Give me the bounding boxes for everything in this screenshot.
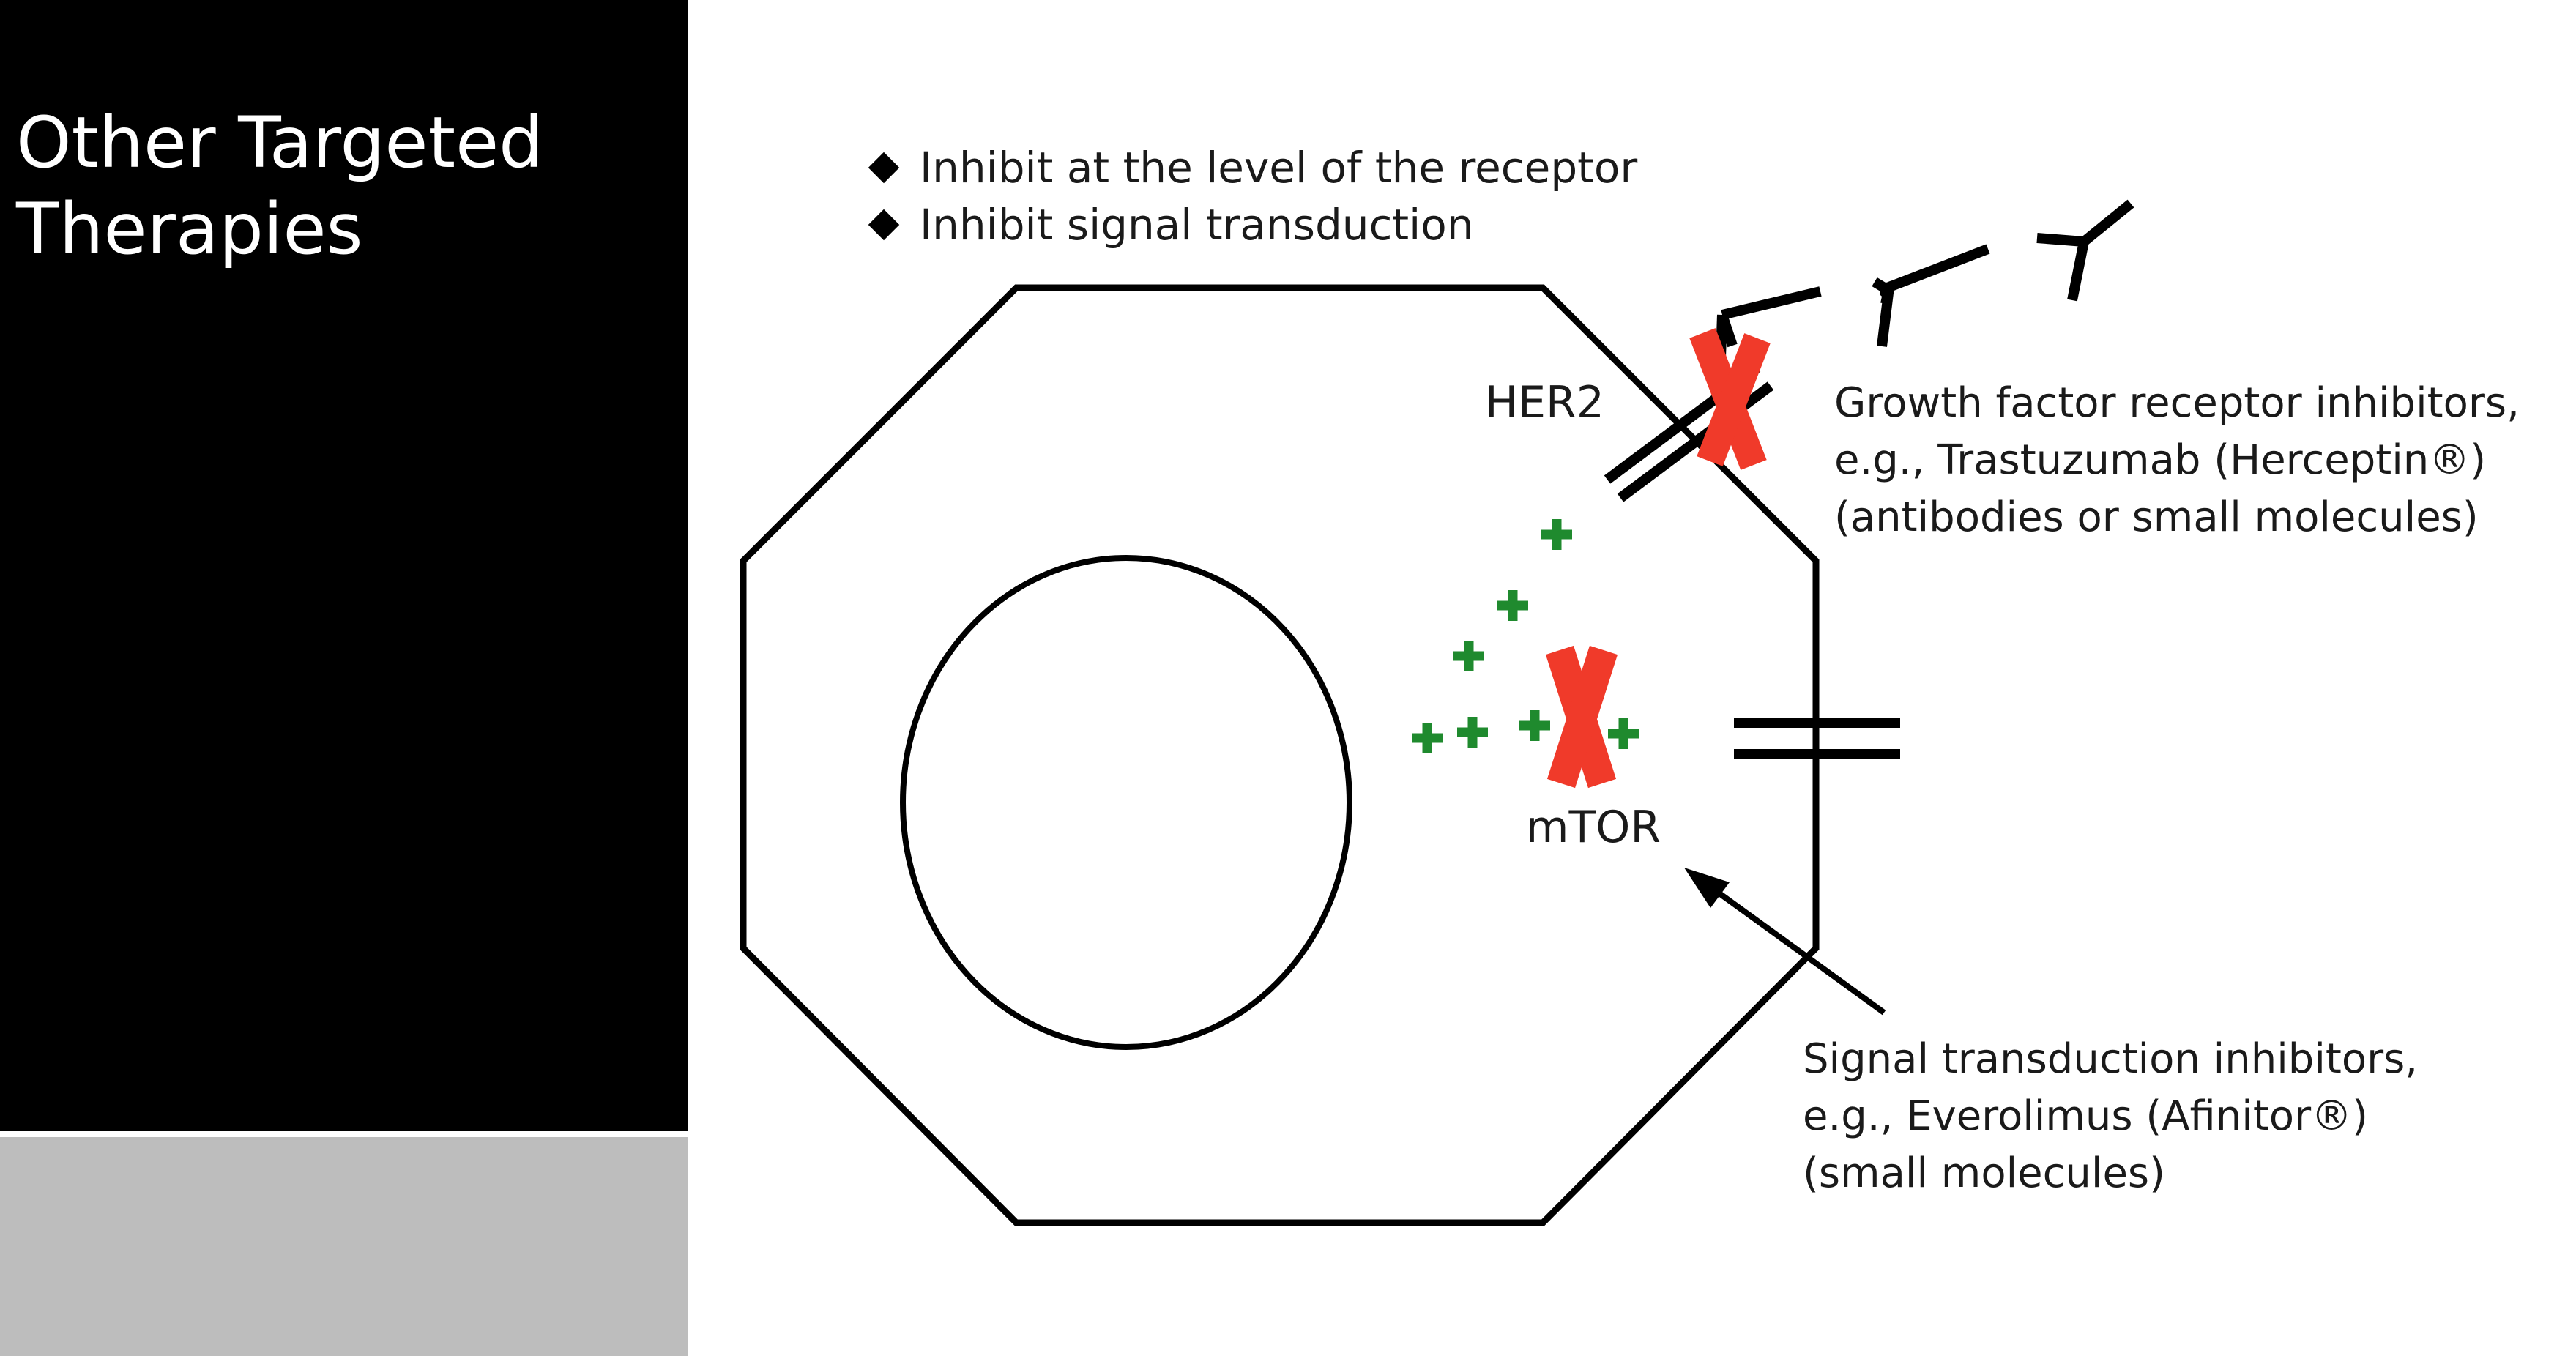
- caption-line: Signal transduction inhibitors,: [1803, 1035, 2419, 1083]
- her2-label: HER2: [1485, 377, 1604, 428]
- green-plus-icon: [1412, 723, 1443, 753]
- antibody-y-icon: [1872, 277, 1895, 294]
- signal-markers: [1412, 519, 1639, 753]
- bullet-item: Inhibit at the level of the receptor: [864, 139, 1637, 196]
- signal-transduction-caption: Signal transduction inhibitors, e.g., Ev…: [1803, 1031, 2418, 1202]
- title-panel-footer: [0, 1137, 688, 1356]
- green-plus-icon: [1457, 717, 1488, 748]
- bullet-text: Inhibit signal transduction: [920, 200, 1474, 250]
- arrow-to-mtor: [1684, 868, 1886, 1016]
- caption-line: (small molecules): [1803, 1150, 2165, 1197]
- nucleus: [900, 555, 1352, 1050]
- green-plus-icon: [1541, 519, 1572, 550]
- slide-title-line: Therapies: [16, 188, 363, 271]
- mtor-label: mTOR: [1526, 802, 1661, 853]
- caption-line: (antibodies or small molecules): [1834, 493, 2479, 541]
- caption-line: e.g., Trastuzumab (Herceptin®): [1834, 436, 2487, 484]
- growth-factor-caption: Growth factor receptor inhibitors, e.g.,…: [1834, 375, 2520, 546]
- title-panel-divider: [0, 1131, 688, 1137]
- caption-line: Growth factor receptor inhibitors,: [1834, 379, 2520, 427]
- bullet-item: Inhibit signal transduction: [864, 196, 1637, 253]
- green-plus-icon: [1608, 718, 1639, 749]
- slide-title: Other Targeted Therapies: [16, 100, 675, 272]
- green-plus-icon: [1497, 590, 1528, 621]
- antibody-y-icon: [1877, 244, 1990, 347]
- green-plus-icon: [1519, 710, 1550, 741]
- red-x-icon: [1545, 645, 1618, 789]
- red-x-icon: [1689, 328, 1771, 470]
- membrane-receptor: [1734, 718, 1900, 759]
- title-panel: [0, 0, 688, 1131]
- bullet-text: Inhibit at the level of the receptor: [920, 143, 1638, 193]
- green-plus-icon: [1453, 641, 1484, 671]
- slide-title-line: Other Targeted: [16, 102, 544, 185]
- caption-line: e.g., Everolimus (Afinitor®): [1803, 1092, 2368, 1140]
- antibody-y-icon: [2036, 199, 2134, 302]
- antibody-y-icon: [1716, 286, 1822, 358]
- bullet-list: Inhibit at the level of the receptor Inh…: [864, 139, 1637, 253]
- cell-membrane: [740, 284, 1820, 1226]
